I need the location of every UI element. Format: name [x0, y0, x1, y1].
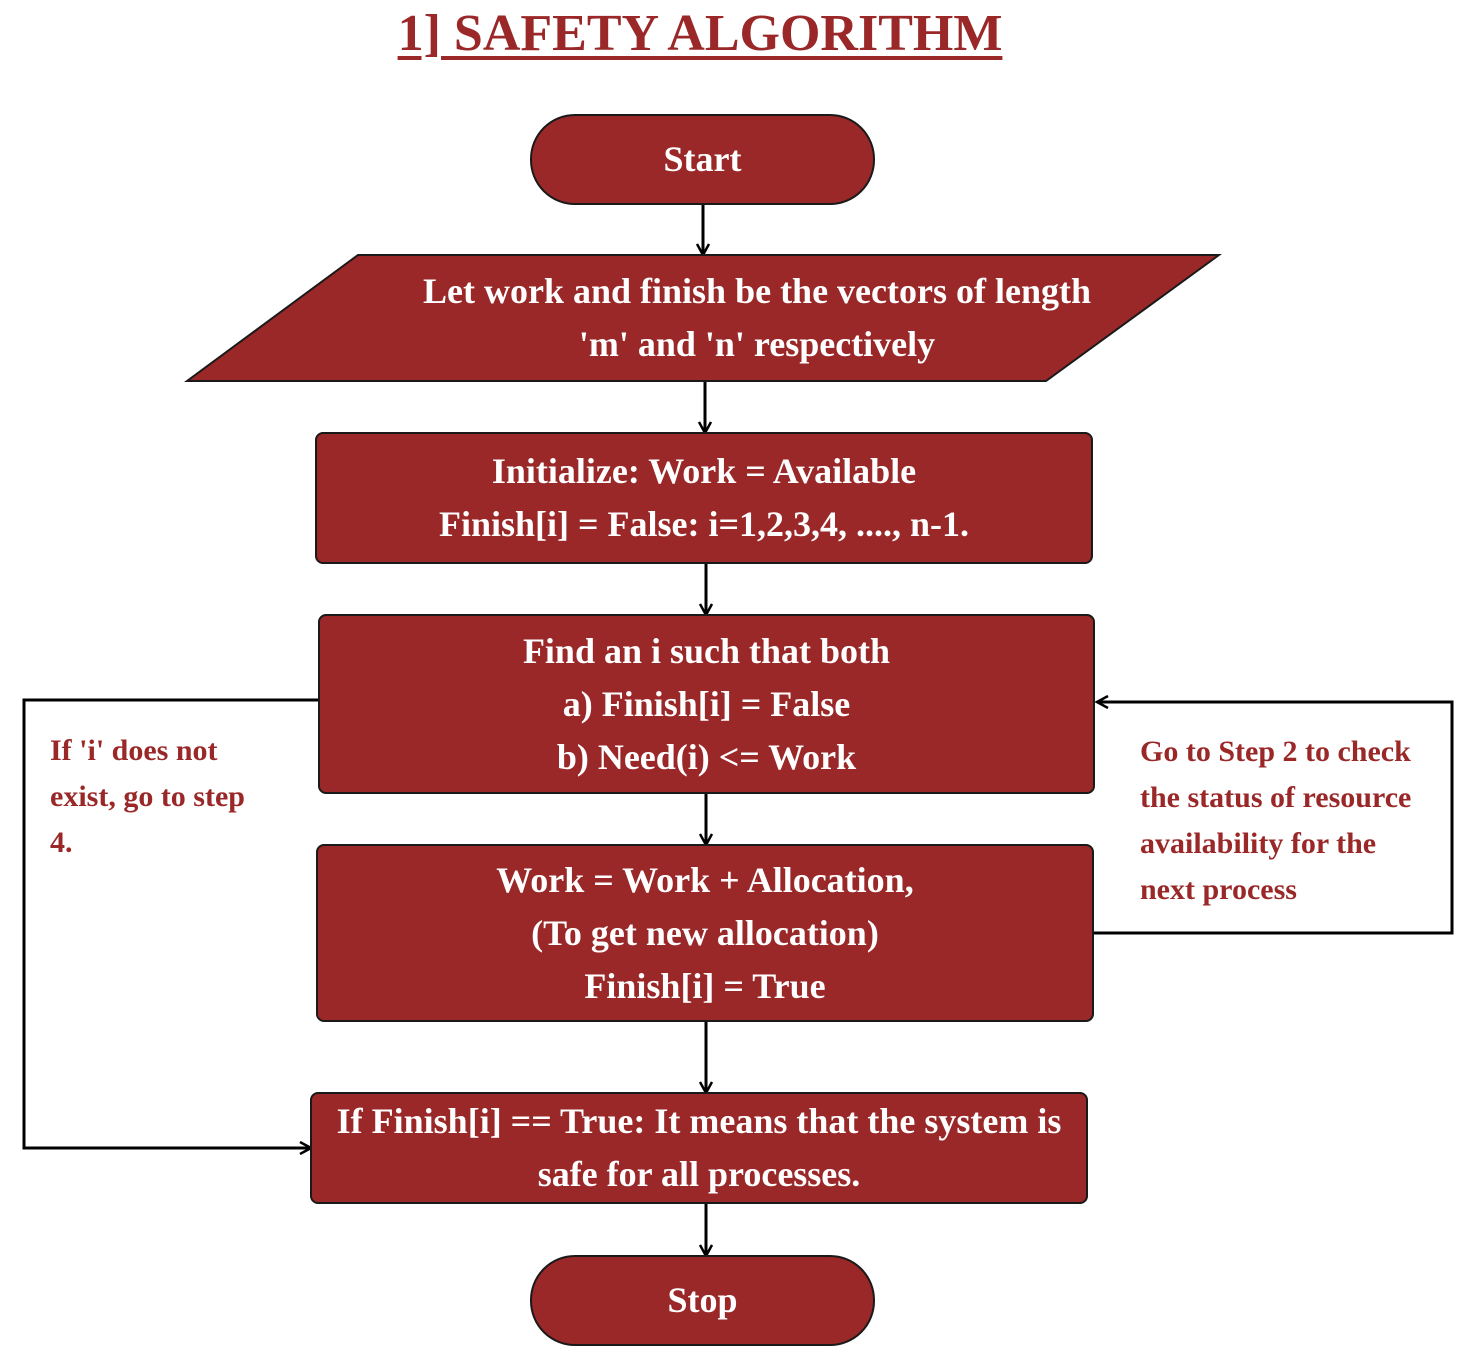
right-note-line-2: the status of resource	[1140, 781, 1412, 814]
left-note-line-2: exist, go to step	[50, 780, 245, 813]
find-line-2: a) Finish[i] = False	[562, 683, 851, 724]
update-line-2: (To get new allocation)	[531, 912, 879, 953]
right-loop-note: Go to Step 2 to check the status of reso…	[1140, 729, 1411, 913]
page-title: 1] SAFETY ALGORITHM	[397, 5, 1003, 62]
right-note-line-4: next process	[1140, 873, 1297, 906]
left-note-line-3: 4.	[50, 826, 73, 859]
start-label: Start	[663, 139, 742, 179]
stop-label: Stop	[667, 1280, 738, 1320]
input-parallelogram: Let work and finish be the vectors of le…	[184, 254, 1222, 382]
update-line-3: Finish[i] = True	[584, 965, 826, 1006]
start-terminal: Start	[530, 114, 875, 205]
arrow-right-loop-update-to-find	[1094, 702, 1454, 935]
initialize-line-1: Initialize: Work = Available	[491, 451, 917, 491]
find-box: Find an i such that both a) Finish[i] = …	[318, 614, 1095, 794]
update-line-1: Work = Work + Allocation,	[496, 859, 914, 900]
stop-terminal: Stop	[530, 1255, 875, 1346]
check-line-2: safe for all processes.	[537, 1154, 861, 1194]
find-line-3: b) Need(i) <= Work	[556, 736, 857, 777]
initialize-line-2: Finish[i] = False: i=1,2,3,4, ...., n-1.	[438, 504, 970, 544]
update-box: Work = Work + Allocation, (To get new al…	[316, 844, 1094, 1022]
input-line-2: 'm' and 'n' respectively	[578, 324, 936, 364]
right-note-line-1: Go to Step 2 to check	[1140, 735, 1411, 768]
check-line-1: If Finish[i] == True: It means that the …	[336, 1101, 1062, 1141]
left-note-line-1: If 'i' does not	[50, 734, 218, 767]
check-box: If Finish[i] == True: It means that the …	[310, 1092, 1088, 1204]
right-note-line-3: availability for the	[1140, 827, 1377, 860]
initialize-box: Initialize: Work = Available Finish[i] =…	[315, 432, 1093, 564]
arrow-left-loop-find-to-check	[22, 698, 318, 1148]
left-loop-note: If 'i' does not exist, go to step 4.	[50, 728, 245, 866]
parallelogram-shape	[184, 254, 1222, 382]
input-line-1: Let work and finish be the vectors of le…	[423, 271, 1091, 311]
find-line-1: Find an i such that both	[522, 630, 891, 671]
